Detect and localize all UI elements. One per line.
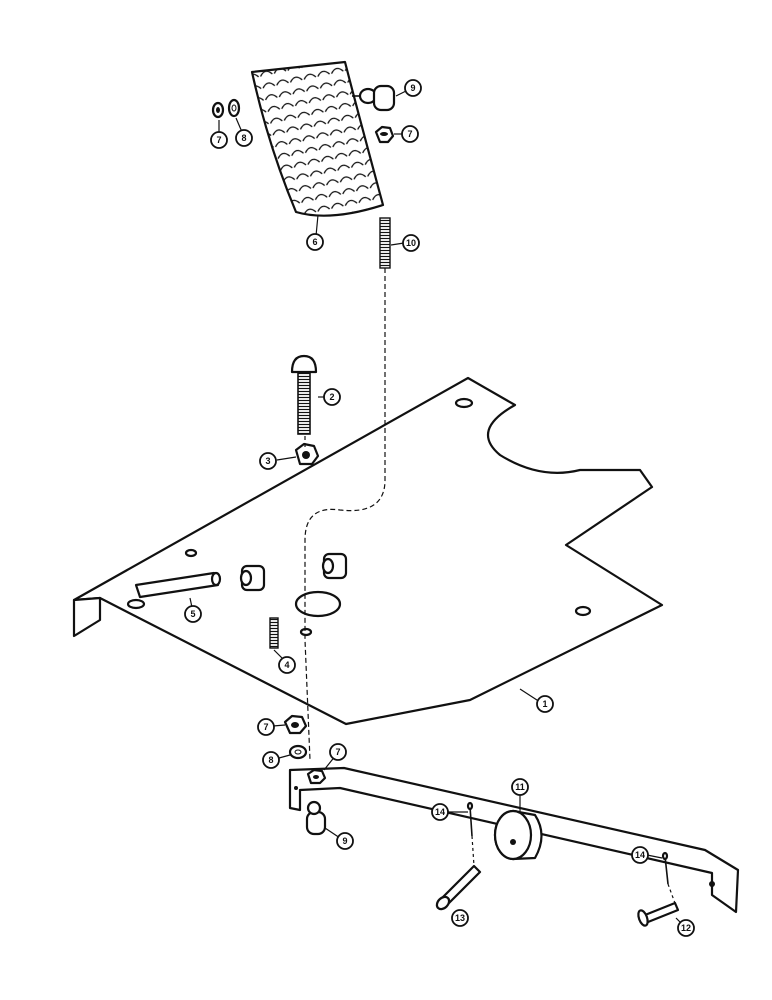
callout-14-right: 14 [631,846,649,864]
callout-8-top: 8 [235,129,253,147]
nut-top-right [374,125,395,144]
svg-text:4: 4 [284,660,289,670]
svg-text:7: 7 [335,747,340,757]
callout-10: 10 [402,234,420,252]
callout-8-lower: 8 [262,751,280,769]
svg-text:9: 9 [410,83,415,93]
cotter-pin-right [661,851,669,885]
callout-9-top: 9 [404,79,422,97]
callout-4: 4 [278,656,296,674]
svg-text:13: 13 [455,913,465,923]
nut-top-left [211,101,225,119]
callout-7-bracket: 7 [329,743,347,761]
pivot-block-left [239,564,266,592]
callout-6: 6 [306,233,324,251]
floor-plate [72,376,664,726]
nut-3 [294,442,320,466]
callout-13: 13 [451,909,469,927]
nut-bracket [306,768,327,785]
ball-joint-lower [305,800,327,836]
carriage-bolt [290,354,318,435]
svg-text:14: 14 [435,807,445,817]
cotter-pin-left [466,801,474,837]
callout-12: 12 [677,919,695,937]
callout-5: 5 [184,605,202,623]
svg-text:1: 1 [542,699,547,709]
clevis-pin-13 [435,864,482,911]
ball-joint-top [352,84,396,112]
svg-text:11: 11 [515,782,525,792]
svg-text:2: 2 [329,392,334,402]
pedal-tread [250,60,385,217]
pivot-block-right [321,552,348,580]
callout-7-top-right: 7 [401,125,419,143]
callout-3: 3 [259,452,277,470]
svg-text:6: 6 [312,237,317,247]
linkage-centerline [304,268,386,761]
pivot-pin [134,571,222,599]
callout-1: 1 [536,695,554,713]
washer-top-left [227,98,241,118]
svg-text:7: 7 [263,722,268,732]
svg-text:9: 9 [342,836,347,846]
svg-text:12: 12 [681,923,691,933]
callout-9-lower: 9 [336,832,354,850]
callout-7-top-left: 7 [210,131,228,149]
nut-lower [283,714,308,735]
svg-text:8: 8 [241,133,246,143]
clevis-pin-12 [637,901,680,927]
svg-text:8: 8 [268,755,273,765]
callout-14-left: 14 [431,803,449,821]
callout-11: 11 [511,778,529,796]
threaded-rod [379,217,391,269]
svg-text:7: 7 [407,129,412,139]
svg-text:10: 10 [406,238,416,248]
svg-text:14: 14 [635,850,645,860]
pedal-bracket [288,766,740,914]
svg-text:5: 5 [190,609,195,619]
callout-2: 2 [323,388,341,406]
svg-text:3: 3 [265,456,270,466]
svg-text:7: 7 [216,135,221,145]
callout-7-lower: 7 [257,718,275,736]
washer-lower [288,744,308,760]
set-screw [269,617,279,649]
